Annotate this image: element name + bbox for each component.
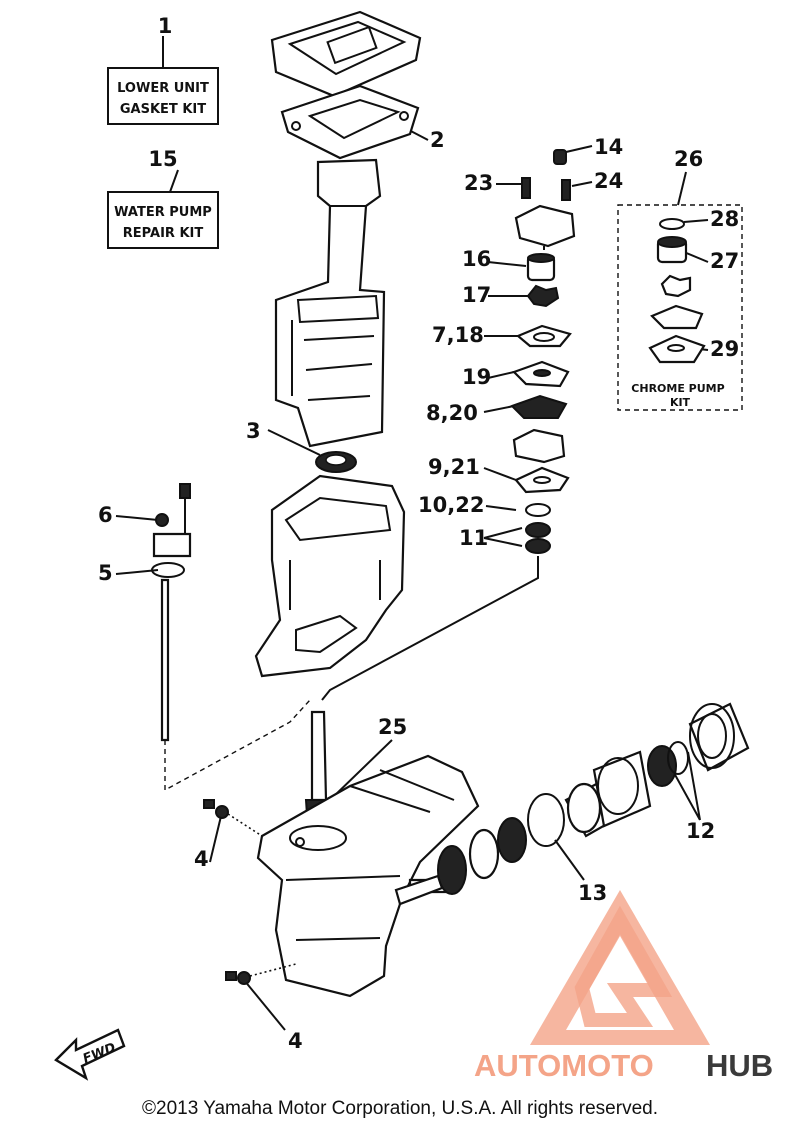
chrome-pump-kit-parts: [648, 218, 706, 364]
water-pump-assembly-part: [321, 149, 576, 701]
callout-6: 6: [98, 503, 113, 527]
callout-17: 17: [462, 283, 491, 307]
callout-11: 11: [459, 526, 488, 550]
svg-text:REPAIR KIT: REPAIR KIT: [123, 226, 204, 241]
forward-direction-arrow: FWD: [54, 1028, 126, 1081]
svg-text:LOWER UNIT: LOWER UNIT: [117, 81, 209, 96]
callout-9-21: 9,21: [428, 455, 480, 479]
callout-10-22: 10,22: [418, 493, 484, 517]
callout-16: 16: [462, 247, 491, 271]
upper-casing-part: [274, 158, 386, 448]
bolts-4-part: [203, 799, 297, 985]
water-pump-repair-kit-box: WATER PUMP REPAIR KIT: [107, 169, 219, 249]
watermark-text-main: AUTOMOTO: [474, 1048, 654, 1083]
svg-text:WATER PUMP: WATER PUMP: [114, 205, 212, 220]
shift-rod-assembly-part: [151, 483, 311, 792]
callout-27: 27: [710, 249, 739, 273]
chrome-pump-kit-box: CHROME PUMP KIT: [617, 171, 743, 411]
watermark-text-hub: HUB: [706, 1048, 773, 1083]
gasket-1-part: [270, 10, 422, 98]
callout-28: 28: [710, 207, 739, 231]
automotohub-watermark-logo: AUTOMOTO HUB: [474, 890, 773, 1083]
svg-text:KIT: KIT: [670, 396, 691, 409]
copyright-notice: ©2013 Yamaha Motor Corporation, U.S.A. A…: [142, 1098, 658, 1119]
callout-14: 14: [594, 135, 623, 159]
callout-4-lower: 4: [288, 1029, 303, 1053]
callout-7-18: 7,18: [432, 323, 484, 347]
callout-8-20: 8,20: [426, 401, 478, 425]
lower-unit-gasket-kit-box: LOWER UNIT GASKET KIT: [107, 36, 219, 125]
callout-29: 29: [710, 337, 739, 361]
callout-12: 12: [686, 819, 715, 843]
callout-15: 15: [148, 147, 177, 171]
callout-4-upper: 4: [194, 847, 209, 871]
callout-labels: 1 2 3 4 4 5 6 7,18 8,20 9,21 10,22 11 12…: [98, 14, 739, 1053]
callout-5: 5: [98, 561, 113, 585]
gasket-2-part: [280, 84, 420, 160]
callout-26: 26: [674, 147, 703, 171]
callout-23: 23: [464, 171, 493, 195]
callout-25: 25: [378, 715, 407, 739]
svg-text:CHROME PUMP: CHROME PUMP: [631, 382, 724, 395]
callout-2: 2: [430, 128, 445, 152]
seal-3-part: [315, 451, 357, 473]
callout-19: 19: [462, 365, 491, 389]
callout-1: 1: [158, 14, 173, 38]
callout-3: 3: [246, 419, 261, 443]
svg-text:GASKET KIT: GASKET KIT: [120, 102, 206, 117]
leader-lines: [115, 127, 709, 1031]
callout-24: 24: [594, 169, 623, 193]
lower-casing-part: [254, 474, 406, 678]
callout-13: 13: [578, 881, 607, 905]
propeller-shaft-assembly-part: [394, 702, 750, 906]
